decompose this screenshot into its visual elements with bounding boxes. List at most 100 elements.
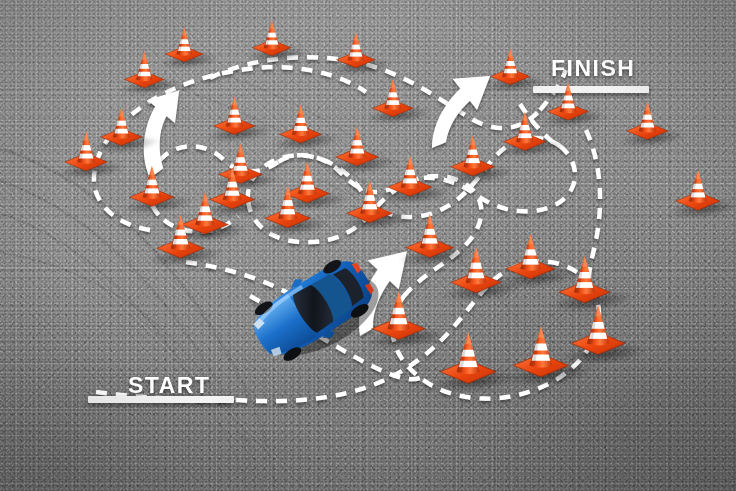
traffic-cone bbox=[364, 78, 432, 127]
cone-stripe-lower bbox=[522, 259, 540, 265]
cone-stripe-upper bbox=[534, 343, 548, 351]
cone-stripe-upper bbox=[199, 206, 211, 212]
cone-stripe-upper bbox=[139, 64, 149, 70]
cone-stripe-lower bbox=[299, 184, 315, 190]
cone-stripe-upper bbox=[351, 44, 361, 50]
traffic-cone bbox=[157, 26, 220, 71]
cone-stripe-upper bbox=[524, 249, 538, 256]
cone-stripe-lower bbox=[640, 123, 654, 128]
cone-stripe-upper bbox=[392, 308, 406, 315]
car-taillight-right bbox=[364, 283, 374, 295]
arrow-upper-left-icon bbox=[143, 90, 180, 178]
traffic-cone bbox=[338, 179, 414, 234]
path-segment-car-trail bbox=[248, 294, 421, 382]
cone-stripe-lower bbox=[386, 100, 400, 106]
cone-stripe-lower bbox=[265, 40, 279, 45]
traffic-cone bbox=[147, 213, 225, 270]
traffic-cone bbox=[502, 324, 594, 391]
cone-stripe-upper bbox=[388, 92, 398, 98]
cone-stripe-upper bbox=[562, 95, 573, 101]
cone-stripe-lower bbox=[349, 148, 365, 154]
cone-stripe-lower bbox=[561, 103, 575, 109]
path-segment-lower-loop bbox=[390, 284, 602, 401]
traffic-cone bbox=[495, 110, 566, 160]
path-segment-outer-left-arc bbox=[91, 64, 368, 233]
cone-stripe-upper bbox=[295, 117, 307, 123]
cone-stripe-upper bbox=[228, 110, 240, 116]
start-marker-label: START bbox=[128, 372, 211, 398]
cone-stripe-upper bbox=[115, 121, 127, 127]
traffic-cone bbox=[327, 125, 398, 177]
traffic-cone bbox=[618, 100, 687, 150]
traffic-cone bbox=[56, 130, 127, 182]
car-taillight-left bbox=[351, 263, 362, 274]
cone-stripe-lower bbox=[78, 153, 94, 159]
cone-stripe-lower bbox=[293, 126, 309, 131]
traffic-cone bbox=[539, 81, 608, 130]
cone-stripe-lower bbox=[114, 129, 128, 134]
traffic-cone bbox=[482, 47, 548, 95]
traffic-cone bbox=[549, 254, 634, 316]
cone-stripe-lower bbox=[531, 354, 551, 361]
car-wheel-front-right bbox=[283, 347, 302, 361]
cone-stripe-upper bbox=[267, 32, 277, 38]
cone-stripe-upper bbox=[424, 229, 436, 236]
traffic-cone bbox=[496, 232, 578, 291]
path-segment-mid-upper-weave bbox=[245, 135, 562, 220]
cone-stripe-upper bbox=[461, 349, 475, 357]
cone-stripe-upper bbox=[282, 200, 294, 207]
path-segment-finish-link bbox=[518, 102, 562, 150]
cone-stripe-upper bbox=[146, 179, 158, 185]
cone-stripe-lower bbox=[224, 190, 240, 196]
car-body-sheen bbox=[256, 284, 304, 326]
cone-stripe-lower bbox=[576, 282, 594, 289]
arrow-lower-mid-icon bbox=[358, 251, 407, 336]
cone-stripe-lower bbox=[503, 68, 517, 74]
cone-stripe-upper bbox=[351, 140, 363, 146]
traffic-cone bbox=[362, 289, 450, 353]
traffic-cone bbox=[121, 164, 195, 217]
traffic-cone bbox=[92, 106, 161, 156]
cone-stripe-lower bbox=[467, 272, 485, 279]
traffic-cone bbox=[200, 166, 275, 220]
cone-stripe-upper bbox=[591, 322, 605, 330]
car-mirror-right bbox=[322, 330, 335, 338]
cone-stripe-upper bbox=[578, 272, 592, 279]
cone-stripe-lower bbox=[690, 192, 706, 198]
cone-stripe-lower bbox=[421, 238, 439, 245]
car-rear-window bbox=[332, 268, 364, 307]
cone-stripe-upper bbox=[505, 61, 515, 67]
traffic-cone bbox=[209, 142, 282, 194]
cone-stripe-lower bbox=[458, 360, 478, 367]
finish-marker-label: FINISH bbox=[551, 55, 636, 81]
finish-marker-bar bbox=[533, 86, 649, 93]
traffic-cone bbox=[442, 134, 515, 187]
start-marker-bar bbox=[88, 396, 234, 403]
blue-sports-car[interactable] bbox=[242, 247, 384, 371]
cone-stripe-upper bbox=[226, 182, 238, 188]
traffic-cone bbox=[116, 50, 182, 98]
traffic-cone bbox=[667, 168, 736, 221]
cone-stripe-lower bbox=[280, 209, 296, 215]
path-segment-right-loop bbox=[394, 144, 578, 214]
cone-stripe-lower bbox=[517, 132, 533, 138]
path-segment-connector bbox=[276, 153, 398, 195]
cone-stripe-lower bbox=[362, 204, 378, 210]
cone-stripe-lower bbox=[144, 188, 160, 194]
car-wheel-rear-left bbox=[323, 259, 342, 274]
cone-stripe-upper bbox=[467, 149, 479, 156]
cone-stripe-lower bbox=[137, 71, 151, 77]
car-headlight-right bbox=[270, 346, 282, 357]
traffic-cone bbox=[275, 160, 350, 214]
cone-stripe-upper bbox=[179, 39, 189, 45]
traffic-cone bbox=[256, 184, 332, 239]
traffic-cone bbox=[245, 19, 309, 66]
cone-stripe-lower bbox=[232, 165, 248, 171]
cone-stripe-upper bbox=[301, 176, 313, 182]
